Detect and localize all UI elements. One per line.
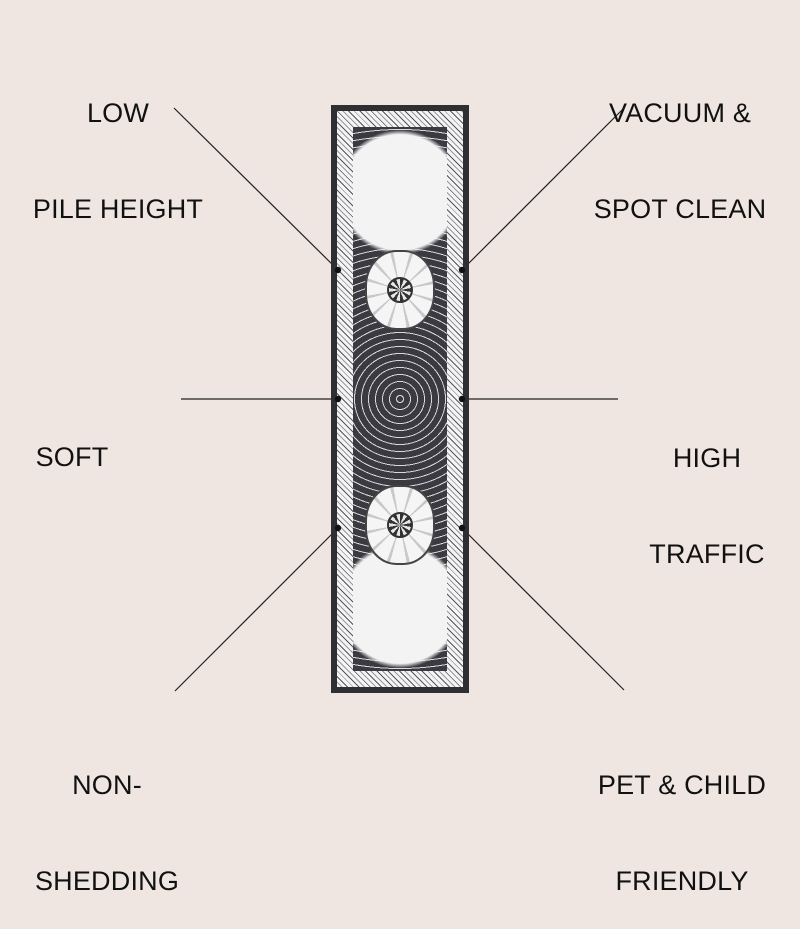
connector-lines: [173, 107, 625, 692]
rug-medallion-top: [365, 250, 435, 330]
feature-label-line: TRAFFIC: [649, 539, 765, 569]
runner-rug-image: [331, 105, 469, 693]
connector-pet-child: [461, 527, 625, 691]
feature-low-pile-height: LOW PILE HEIGHT: [18, 33, 218, 257]
feature-soft: SOFT: [22, 377, 122, 505]
feature-label-line: HIGH: [672, 443, 742, 473]
feature-high-traffic: HIGH TRAFFIC: [607, 378, 800, 602]
connector-vacuum: [461, 107, 625, 271]
feature-vacuum-spot-clean: VACUUM & SPOT CLEAN: [580, 33, 780, 257]
feature-label-line: PILE HEIGHT: [32, 194, 204, 224]
feature-label-line: NON-: [72, 770, 142, 800]
feature-label-line: PET & CHILD: [597, 770, 767, 800]
medallion-core: [387, 512, 413, 538]
feature-label-line: SPOT CLEAN: [593, 194, 767, 224]
feature-label-line: SHEDDING: [34, 866, 180, 896]
medallion-core: [387, 277, 413, 303]
dot-icon: [334, 266, 342, 274]
connector-dots: [334, 266, 466, 532]
dot-icon: [334, 524, 342, 532]
feature-label-line: LOW: [86, 98, 150, 128]
connector-non-shedding: [174, 527, 339, 692]
feature-label-line: VACUUM &: [608, 98, 752, 128]
feature-non-shedding: NON- SHEDDING: [7, 705, 207, 929]
rug-field: [353, 127, 447, 671]
rug-medallion-bottom: [365, 485, 435, 565]
dot-icon: [334, 395, 342, 403]
feature-pet-child-friendly: PET & CHILD FRIENDLY: [582, 705, 782, 929]
connector-low-pile: [173, 107, 339, 271]
dot-icon: [458, 266, 466, 274]
dot-icon: [458, 524, 466, 532]
feature-label-line: FRIENDLY: [615, 866, 749, 896]
dot-icon: [458, 395, 466, 403]
feature-label-line: SOFT: [35, 442, 109, 472]
